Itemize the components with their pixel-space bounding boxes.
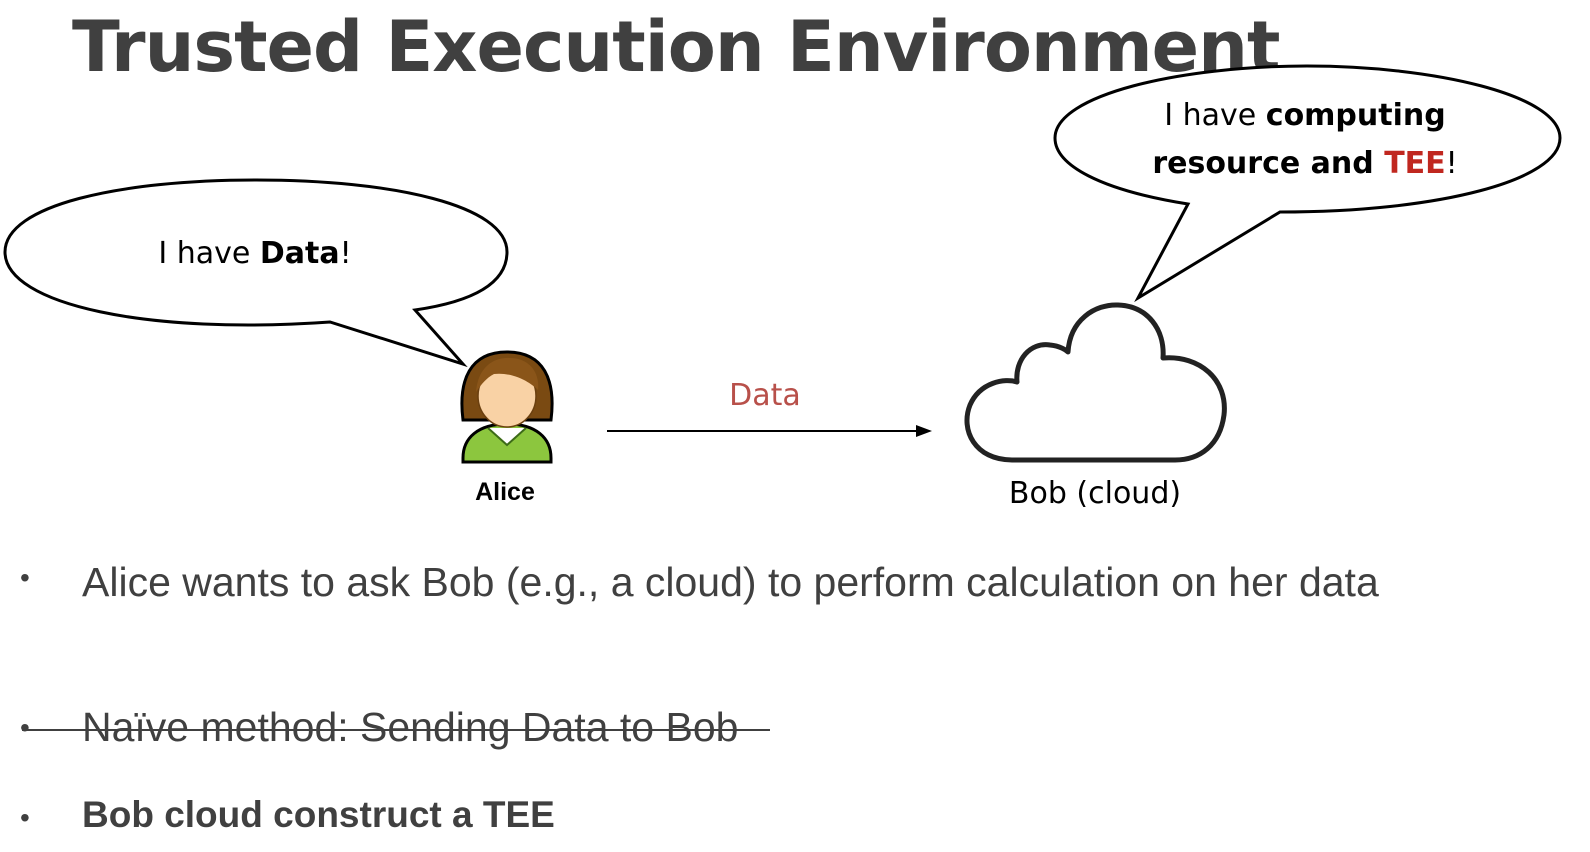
- alice-avatar: [460, 350, 554, 464]
- data-arrow: [607, 425, 932, 437]
- bob-speech-bubble: [1053, 64, 1562, 303]
- bob-bubble-tee: TEE: [1384, 146, 1446, 181]
- bullet-text-strikethrough: Naïve method: Sending Data to Bob: [82, 704, 739, 750]
- bob-label: Bob (cloud): [1008, 476, 1182, 511]
- bullet-dot: •: [20, 712, 30, 743]
- alice-bubble-prefix: I have: [158, 236, 260, 271]
- alice-speech-bubble: [3, 178, 509, 368]
- bob-bubble-bold-line2: resource and: [1152, 146, 1385, 181]
- alice-bubble-suffix: !: [339, 236, 352, 271]
- cloud-icon: [964, 302, 1227, 463]
- arrow-label: Data: [729, 378, 801, 413]
- bullet-text-bold: Bob cloud construct a TEE: [82, 794, 555, 835]
- bob-bubble-suffix: !: [1445, 146, 1458, 181]
- page-title: Trusted Execution Environment: [72, 6, 1280, 88]
- bullet-dot: •: [20, 562, 30, 593]
- bob-bubble-prefix: I have: [1164, 98, 1266, 133]
- bullet-text: Alice wants to ask Bob (e.g., a cloud) t…: [82, 559, 1379, 605]
- bullet-dot: •: [20, 802, 30, 833]
- bob-bubble-text: I have computing resource and TEE!: [1120, 92, 1490, 188]
- alice-label: Alice: [475, 478, 535, 506]
- bob-bubble-bold-line1: computing: [1265, 98, 1446, 133]
- strikethrough-line: [22, 729, 770, 731]
- alice-bubble-bold: Data: [259, 236, 340, 271]
- alice-bubble-text: I have Data!: [95, 230, 415, 278]
